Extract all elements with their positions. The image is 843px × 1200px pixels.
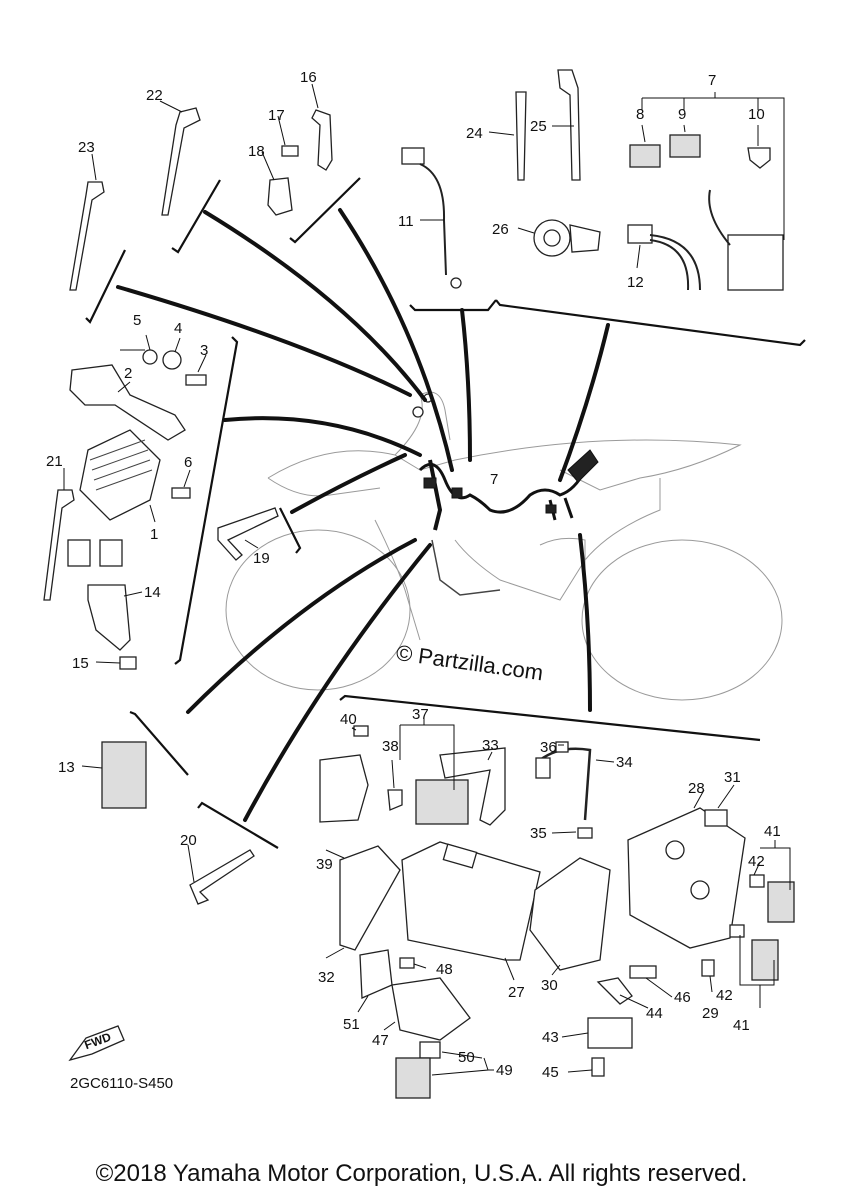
callout-9: 9 — [678, 106, 686, 123]
callout-17: 17 — [268, 107, 285, 124]
callout-10: 10 — [748, 106, 765, 123]
callout-42-lower: 42 — [716, 987, 733, 1004]
callout-38: 38 — [382, 738, 399, 755]
callout-35: 35 — [530, 825, 547, 842]
parts — [43, 69, 795, 1099]
callout-2: 2 — [124, 365, 132, 382]
callout-49: 49 — [496, 1062, 513, 1079]
group-brackets — [85, 177, 806, 849]
callout-31: 31 — [724, 769, 741, 786]
callout-25: 25 — [530, 118, 547, 135]
callout-23: 23 — [78, 139, 95, 156]
callout-18: 18 — [248, 143, 265, 160]
motorcycle-outline — [225, 391, 783, 701]
callout-22: 22 — [146, 87, 163, 104]
callout-21: 21 — [46, 453, 63, 470]
callout-14: 14 — [144, 584, 161, 601]
callout-43: 43 — [542, 1029, 559, 1046]
callout-44: 44 — [646, 1005, 663, 1022]
callout-48: 48 — [436, 961, 453, 978]
callout-33: 33 — [482, 737, 499, 754]
callout-8: 8 — [636, 106, 644, 123]
callout-30: 30 — [541, 977, 558, 994]
callout-45: 45 — [542, 1064, 559, 1081]
callout-41-lower: 41 — [733, 1017, 750, 1034]
callout-47: 47 — [372, 1032, 389, 1049]
callout-numbers: 1 2 3 4 5 6 7 7 8 9 10 11 12 13 14 15 16… — [46, 69, 781, 1081]
callout-29: 29 — [702, 1005, 719, 1022]
callout-26: 26 — [492, 221, 509, 238]
callout-16: 16 — [300, 69, 317, 86]
callout-1: 1 — [150, 526, 158, 543]
copyright-notice: ©2018 Yamaha Motor Corporation, U.S.A. A… — [95, 1160, 748, 1187]
callout-32: 32 — [318, 969, 335, 986]
callout-51: 51 — [343, 1016, 360, 1033]
diagram-code: 2GC6110-S450 — [70, 1075, 174, 1092]
callout-12: 12 — [627, 274, 644, 291]
callout-15: 15 — [72, 655, 89, 672]
callout-13: 13 — [58, 759, 75, 776]
callout-42-upper: 42 — [748, 853, 765, 870]
callout-20: 20 — [180, 832, 197, 849]
callout-24: 24 — [466, 125, 483, 142]
callout-11: 11 — [398, 213, 414, 230]
callout-40: 40 — [340, 711, 357, 728]
callout-41-upper: 41 — [764, 823, 781, 840]
callout-4: 4 — [174, 320, 182, 337]
leader-lines — [63, 83, 791, 1076]
wire-harness — [412, 393, 599, 596]
callout-46: 46 — [674, 989, 691, 1006]
callout-6: 6 — [184, 454, 192, 471]
callout-36: 36 — [540, 739, 557, 756]
callout-34: 34 — [616, 754, 633, 771]
callout-28: 28 — [688, 780, 705, 797]
callout-50: 50 — [458, 1049, 475, 1066]
callout-7-top: 7 — [708, 72, 716, 89]
callout-37: 37 — [412, 706, 429, 723]
callout-3: 3 — [200, 342, 208, 359]
callout-19: 19 — [253, 550, 270, 567]
callout-27: 27 — [508, 984, 525, 1001]
callout-7-harness: 7 — [490, 471, 498, 488]
callout-39: 39 — [316, 856, 333, 873]
callout-5: 5 — [133, 312, 141, 329]
